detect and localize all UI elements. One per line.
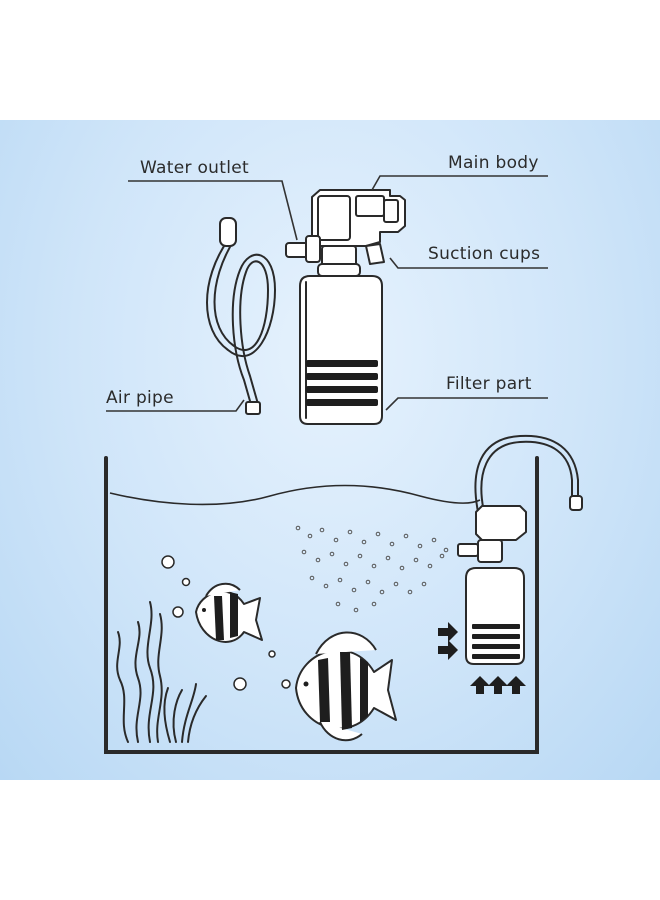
seaweed [116,601,207,743]
leader-lines [106,175,548,412]
bubbles [161,555,291,691]
label-air-pipe: Air pipe [106,388,174,408]
label-suction-cups: Suction cups [428,244,541,264]
label-water-outlet: Water outlet [140,158,249,178]
fish-small [195,582,263,643]
fish-large [295,631,397,742]
air-pipe [206,217,276,415]
water-spray [295,525,449,613]
flow-arrows [438,622,526,694]
label-main-body: Main body [448,153,539,173]
label-filter-part: Filter part [446,374,532,394]
aquarium-tank [104,456,539,754]
filter-unit [285,189,406,425]
filter-in-tank [457,434,583,665]
